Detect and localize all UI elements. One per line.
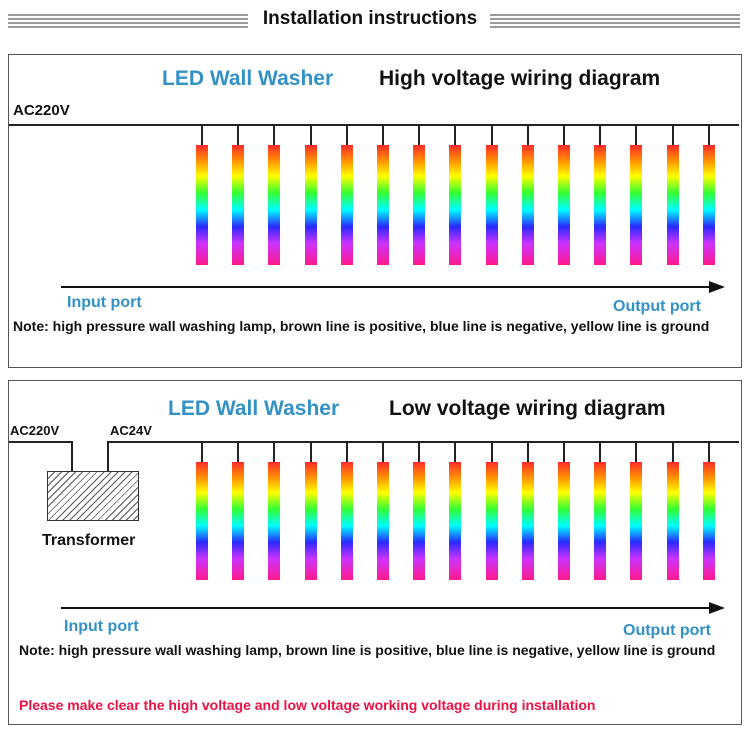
transformer-output-lead bbox=[107, 441, 109, 472]
low-voltage-lamp-lead bbox=[599, 442, 601, 462]
high-voltage-led-lamp bbox=[594, 145, 606, 265]
high-voltage-led-lamp bbox=[667, 145, 679, 265]
low-voltage-lamp-lead bbox=[418, 442, 420, 462]
low-voltage-warning: Please make clear the high voltage and l… bbox=[19, 697, 596, 713]
high-voltage-lamp-lead bbox=[418, 125, 420, 145]
high-voltage-lamp-lead bbox=[454, 125, 456, 145]
low-voltage-led-lamp bbox=[558, 462, 570, 580]
low-voltage-lamp-lead bbox=[527, 442, 529, 462]
high-voltage-lamp-lead bbox=[310, 125, 312, 145]
high-voltage-led-lamp bbox=[558, 145, 570, 265]
high-voltage-diagram-title: High voltage wiring diagram bbox=[379, 67, 661, 90]
high-voltage-led-lamp bbox=[413, 145, 425, 265]
low-voltage-led-lamp bbox=[630, 462, 642, 580]
high-voltage-led-lamp bbox=[703, 145, 715, 265]
low-voltage-led-lamp bbox=[268, 462, 280, 580]
high-voltage-lamp-lead bbox=[491, 125, 493, 145]
high-voltage-product-heading: LED Wall Washer bbox=[162, 67, 334, 90]
high-voltage-led-lamp bbox=[232, 145, 244, 265]
high-voltage-lamp-lead bbox=[237, 125, 239, 145]
high-voltage-flow-arrow bbox=[61, 286, 711, 288]
transformer-input-lead bbox=[71, 441, 73, 472]
low-voltage-led-lamp bbox=[377, 462, 389, 580]
high-voltage-led-lamp bbox=[522, 145, 534, 265]
low-voltage-led-lamp bbox=[449, 462, 461, 580]
low-voltage-lamp-lead bbox=[273, 442, 275, 462]
low-voltage-diagram-title: Low voltage wiring diagram bbox=[389, 397, 666, 420]
low-voltage-output-port: Output port bbox=[623, 622, 711, 639]
low-voltage-arrowhead-icon bbox=[709, 602, 725, 614]
low-voltage-led-lamp bbox=[594, 462, 606, 580]
low-voltage-lamp-lead bbox=[310, 442, 312, 462]
transformer-icon bbox=[47, 471, 139, 521]
high-voltage-input-port: Input port bbox=[67, 294, 142, 311]
title-stripes-left bbox=[8, 14, 248, 28]
low-voltage-lamp-lead bbox=[382, 442, 384, 462]
low-voltage-led-lamp bbox=[232, 462, 244, 580]
low-voltage-led-lamp bbox=[667, 462, 679, 580]
low-voltage-output-label: AC24V bbox=[110, 423, 152, 438]
high-voltage-led-lamp bbox=[305, 145, 317, 265]
high-voltage-lamp-lead bbox=[599, 125, 601, 145]
high-voltage-note: Note: high pressure wall washing lamp, b… bbox=[13, 318, 710, 334]
high-voltage-panel: LED Wall Washer High voltage wiring diag… bbox=[8, 54, 742, 368]
low-voltage-panel: LED Wall Washer Low voltage wiring diagr… bbox=[8, 380, 742, 725]
high-voltage-lamp-lead bbox=[527, 125, 529, 145]
high-voltage-lamp-lead bbox=[382, 125, 384, 145]
low-voltage-led-lamp bbox=[522, 462, 534, 580]
high-voltage-lamp-lead bbox=[201, 125, 203, 145]
title-bar: Installation instructions bbox=[0, 0, 750, 42]
low-voltage-lamp-lead bbox=[635, 442, 637, 462]
high-voltage-arrowhead-icon bbox=[709, 281, 725, 293]
low-voltage-led-lamp bbox=[413, 462, 425, 580]
low-voltage-note: Note: high pressure wall washing lamp, b… bbox=[19, 642, 716, 658]
high-voltage-lamp-lead bbox=[563, 125, 565, 145]
high-voltage-lamp-lead bbox=[635, 125, 637, 145]
low-voltage-input-port: Input port bbox=[64, 618, 139, 635]
page-title: Installation instructions bbox=[262, 8, 478, 29]
low-voltage-led-lamp bbox=[305, 462, 317, 580]
high-voltage-lamp-lead bbox=[672, 125, 674, 145]
low-voltage-lamp-lead bbox=[346, 442, 348, 462]
high-voltage-supply-label: AC220V bbox=[13, 102, 70, 119]
high-voltage-led-lamp bbox=[377, 145, 389, 265]
high-voltage-led-lamp bbox=[486, 145, 498, 265]
high-voltage-led-lamp bbox=[449, 145, 461, 265]
high-voltage-lamp-lead bbox=[273, 125, 275, 145]
low-voltage-lamp-lead bbox=[708, 442, 710, 462]
high-voltage-led-lamp bbox=[341, 145, 353, 265]
title-stripes-right bbox=[490, 14, 740, 28]
supply-input-wire bbox=[9, 441, 72, 443]
low-voltage-lamp-lead bbox=[201, 442, 203, 462]
low-voltage-led-lamp bbox=[703, 462, 715, 580]
high-voltage-lamp-lead bbox=[708, 125, 710, 145]
high-voltage-led-lamp bbox=[268, 145, 280, 265]
low-voltage-lamp-lead bbox=[454, 442, 456, 462]
low-voltage-led-lamp bbox=[196, 462, 208, 580]
low-voltage-lamp-lead bbox=[672, 442, 674, 462]
transformer-label: Transformer bbox=[42, 532, 136, 549]
low-voltage-supply-label: AC220V bbox=[10, 423, 60, 438]
high-voltage-output-port: Output port bbox=[613, 298, 701, 315]
low-voltage-flow-arrow bbox=[61, 607, 711, 609]
high-voltage-led-lamp bbox=[196, 145, 208, 265]
low-voltage-lamp-lead bbox=[491, 442, 493, 462]
low-voltage-lamp-lead bbox=[237, 442, 239, 462]
high-voltage-led-lamp bbox=[630, 145, 642, 265]
low-voltage-led-lamp bbox=[486, 462, 498, 580]
low-voltage-led-lamp bbox=[341, 462, 353, 580]
low-voltage-supply-bus bbox=[107, 441, 739, 443]
low-voltage-lamp-lead bbox=[563, 442, 565, 462]
low-voltage-product-heading: LED Wall Washer bbox=[168, 397, 340, 420]
high-voltage-lamp-lead bbox=[346, 125, 348, 145]
high-voltage-supply-bus bbox=[9, 124, 739, 126]
